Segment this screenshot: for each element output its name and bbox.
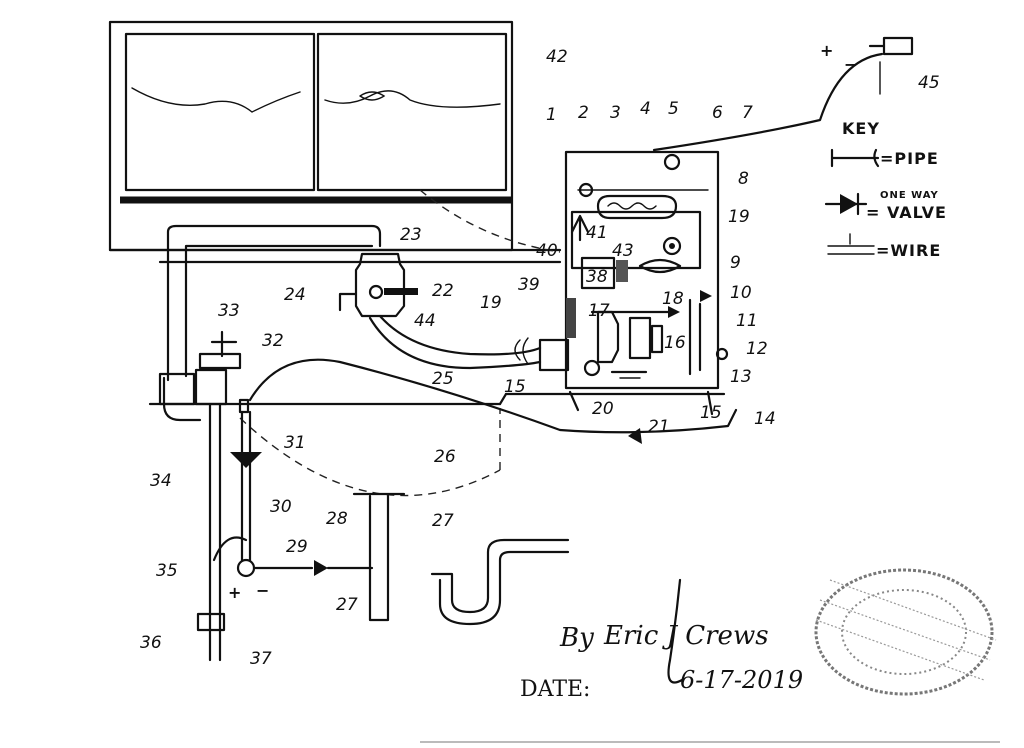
label-22: 22	[432, 281, 454, 301]
minus-mark: −	[844, 55, 858, 74]
signature-name: Eric J Crews	[603, 621, 769, 651]
label-8: 8	[738, 169, 749, 189]
label-24: 24	[284, 285, 306, 305]
label-19: 19	[728, 207, 750, 227]
date-value: 6-17-2019	[680, 666, 803, 694]
label-42: 42	[546, 47, 568, 67]
label-30: 30	[270, 497, 292, 517]
key-title: KEY	[842, 119, 880, 138]
label-9: 9	[730, 253, 741, 273]
label-41: 41	[586, 223, 608, 243]
label-6: 6	[712, 103, 723, 123]
label-34: 34	[150, 471, 172, 491]
date-label: DATE:	[520, 677, 590, 702]
label-3: 3	[610, 103, 621, 123]
label-17: 17	[588, 301, 610, 321]
key-wire-label: =WIRE	[876, 241, 941, 260]
label-40: 40	[536, 241, 558, 261]
label-31: 31	[284, 433, 306, 453]
signature-block: By Eric J Crews DATE: 6-17-2019	[520, 578, 803, 702]
plus-mark: +	[228, 583, 242, 602]
wires-and-hoses	[248, 36, 914, 444]
control-cabinet	[564, 150, 729, 390]
key-valve-label-2: = VALVE	[866, 203, 947, 222]
notary-stamp	[814, 568, 997, 696]
label-38: 38	[586, 267, 608, 287]
minus-mark: −	[256, 581, 270, 600]
label-28: 28	[326, 509, 348, 529]
polarity-marks: + − + −	[228, 41, 858, 602]
key-pipe-label: =PIPE	[880, 149, 939, 168]
sink-and-drain	[148, 330, 726, 662]
label-43: 43	[612, 241, 634, 261]
label-21: 21	[648, 417, 670, 437]
label-11: 11	[736, 311, 758, 331]
label-33: 33	[218, 301, 240, 321]
label-5: 5	[668, 99, 679, 119]
label-15: 15	[700, 403, 722, 423]
key-valve-label-1: ONE WAY	[880, 190, 939, 201]
label-7: 7	[742, 103, 753, 123]
label-16: 16	[664, 333, 686, 353]
key-legend: KEY =PIPE ONE WAY = VALVE =WIRE	[824, 119, 947, 260]
label-29: 29	[286, 537, 308, 557]
label-18: 18	[662, 289, 684, 309]
plus-mark: +	[820, 41, 834, 60]
label-32: 32	[262, 331, 284, 351]
label-37: 37	[250, 649, 272, 669]
reference-numerals: 1 2 3 4 5 6 7 8 9 10 11 12 13 14 15 15 1…	[140, 47, 940, 669]
signature-by: By	[559, 623, 594, 653]
label-26: 26	[434, 447, 456, 467]
label-45: 45	[918, 73, 940, 93]
label-27: 27	[336, 595, 358, 615]
label-20: 20	[592, 399, 614, 419]
label-12: 12	[746, 339, 768, 359]
label-27: 27	[432, 511, 454, 531]
label-19: 19	[480, 293, 502, 313]
label-2: 2	[578, 103, 589, 123]
label-39: 39	[518, 275, 540, 295]
label-23: 23	[400, 225, 422, 245]
label-44: 44	[414, 311, 436, 331]
label-1: 1	[546, 105, 557, 125]
label-10: 10	[730, 283, 752, 303]
label-25: 25	[432, 369, 454, 389]
label-15: 15	[504, 377, 526, 397]
label-35: 35	[156, 561, 178, 581]
disposal-unit	[166, 224, 570, 382]
label-4: 4	[640, 99, 651, 119]
label-36: 36	[140, 633, 162, 653]
label-13: 13	[730, 367, 752, 387]
label-14: 14	[754, 409, 776, 429]
